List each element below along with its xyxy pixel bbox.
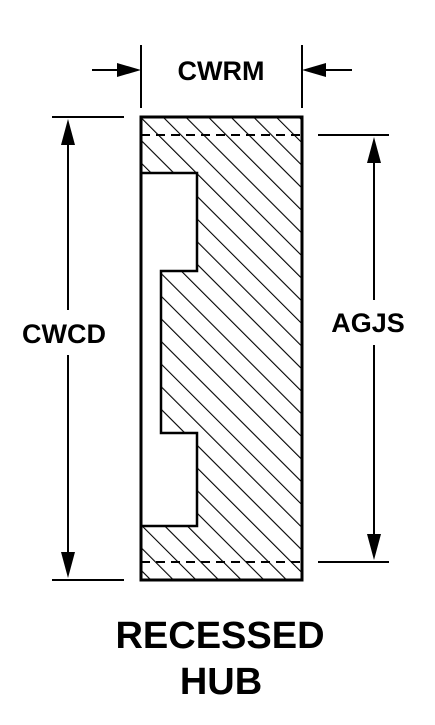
- inner-height-dimension: AGJS: [318, 134, 405, 563]
- hub-section: [139, 115, 304, 582]
- diagram-caption: RECESSED HUB: [115, 615, 324, 703]
- hub-recess: [139, 171, 199, 528]
- inner-height-label: AGJS: [331, 308, 405, 338]
- width-dimension: CWRM: [92, 45, 352, 108]
- arrowhead-down-left: [61, 552, 75, 578]
- caption-line-1: RECESSED: [115, 615, 324, 657]
- arrowhead-left: [117, 63, 141, 77]
- arrowhead-up-left: [61, 119, 75, 145]
- width-label: CWRM: [178, 56, 265, 86]
- arrowhead-up-right: [367, 137, 381, 163]
- arrowhead-right: [302, 63, 326, 77]
- hub-outline: [139, 115, 304, 582]
- overall-height-dimension: CWCD: [22, 116, 124, 581]
- caption-line-2: HUB: [180, 661, 262, 703]
- arrowhead-down-right: [367, 534, 381, 560]
- overall-height-label: CWCD: [22, 319, 106, 349]
